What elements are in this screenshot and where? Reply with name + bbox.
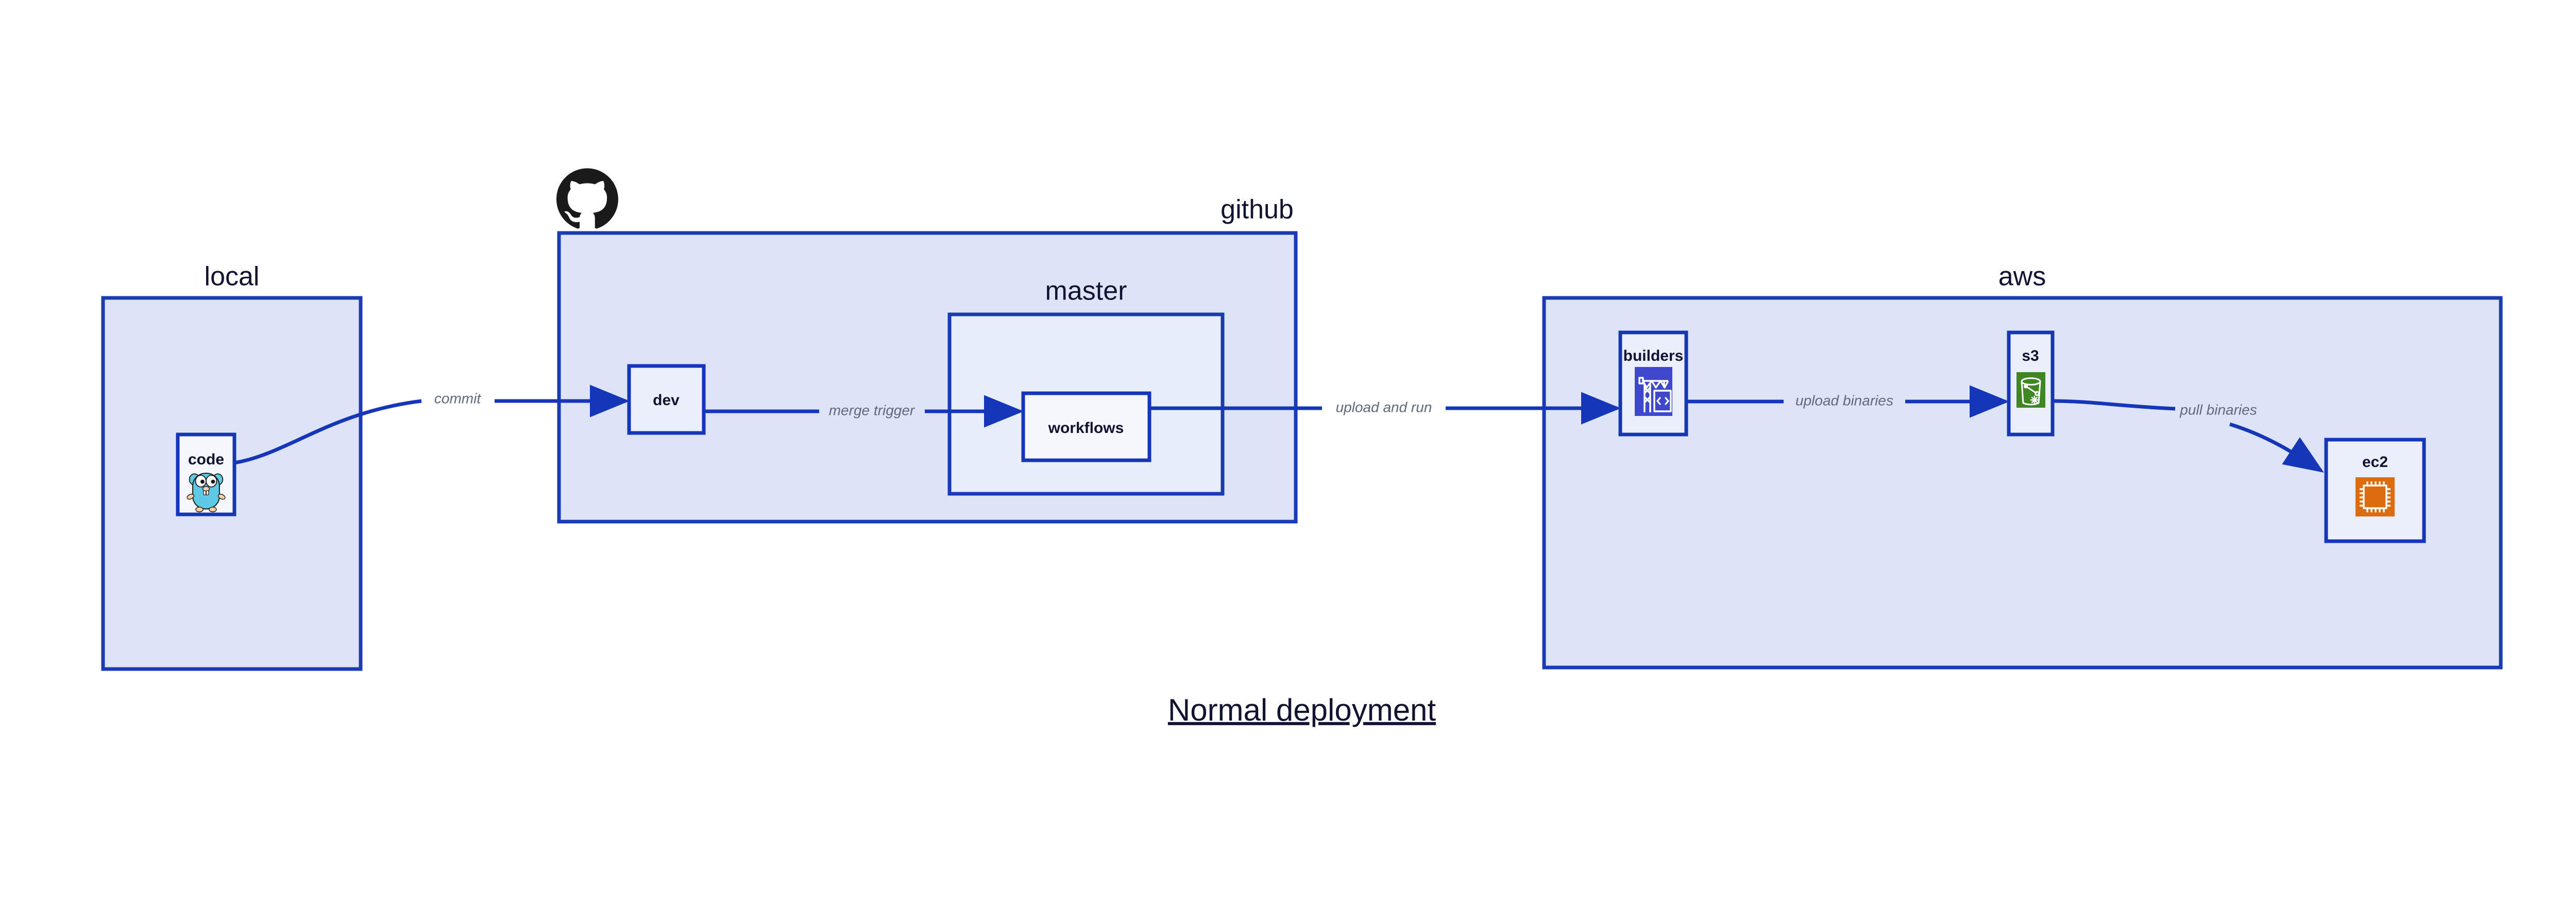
node-s3[interactable]: s3 — [2007, 330, 2055, 437]
group-master-label: master — [1045, 276, 1127, 306]
node-ec2[interactable]: ec2 — [2324, 438, 2426, 543]
diagram-caption: Normal deployment — [1168, 693, 1436, 727]
group-aws-label: aws — [1998, 262, 2046, 292]
group-local-label: local — [205, 262, 260, 292]
node-workflows[interactable]: workflows — [1021, 391, 1151, 462]
group-github-label: github — [1221, 195, 1294, 225]
edge-commit-label: commit — [434, 390, 481, 406]
node-dev-label: dev — [653, 392, 680, 409]
edge-upload-and-run-label: upload and run — [1336, 399, 1432, 415]
edge-upload-binaries[interactable]: upload binaries — [1686, 385, 2009, 418]
aws-ec2-icon — [2355, 477, 2395, 516]
edge-pull-binaries-label: pull binaries — [2179, 402, 2257, 417]
edge-upload-and-run[interactable]: upload and run — [1149, 392, 1621, 425]
edge-pull-binaries-line-right — [2229, 422, 2324, 473]
node-s3-label: s3 — [2022, 347, 2039, 364]
edge-pull-binaries[interactable]: pull binaries — [2052, 399, 2324, 473]
node-code-label: code — [188, 451, 224, 468]
aws-codebuild-icon — [1635, 367, 1672, 416]
node-code[interactable]: code — [176, 432, 236, 516]
node-workflows-label: workflows — [1048, 420, 1124, 437]
node-ec2-label: ec2 — [2362, 454, 2388, 471]
node-dev-box[interactable] — [627, 364, 706, 435]
edge-commit[interactable]: commit — [234, 385, 630, 465]
node-dev[interactable]: dev — [627, 364, 706, 435]
aws-s3-icon — [2016, 372, 2045, 408]
edge-pull-binaries-line-left — [2052, 399, 2176, 411]
edge-merge-trigger-label: merge trigger — [829, 402, 916, 418]
edge-upload-binaries-label: upload binaries — [1795, 392, 1893, 408]
edge-commit-line-left — [234, 399, 422, 465]
node-builders[interactable]: builders — [1618, 330, 1688, 437]
github-octocat-icon — [556, 168, 618, 229]
edge-merge-trigger[interactable]: merge trigger — [704, 395, 1024, 428]
go-gopher-icon — [187, 473, 226, 512]
node-builders-label: builders — [1623, 347, 1684, 364]
